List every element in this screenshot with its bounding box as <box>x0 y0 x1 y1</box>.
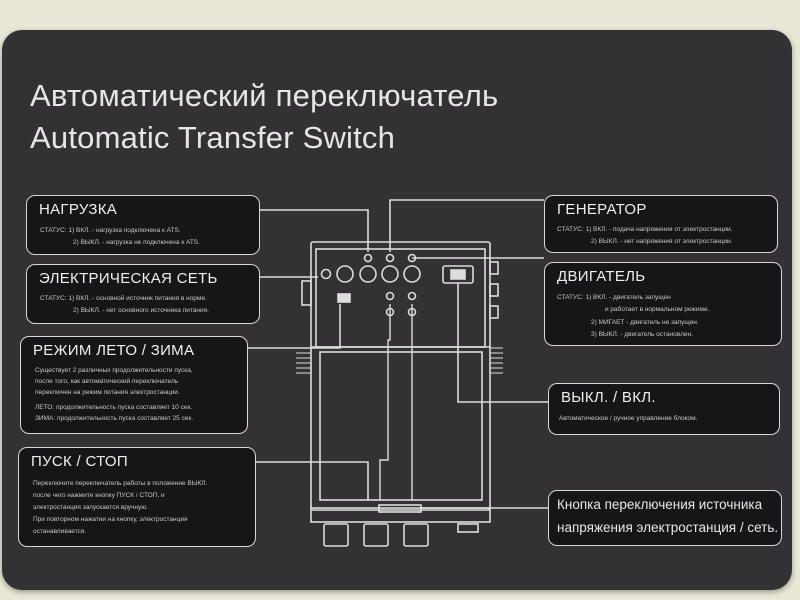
foot-mid <box>363 523 389 547</box>
title-english: Automatic Transfer Switch <box>30 120 396 155</box>
offon-description: Автоматическое / ручное управление блоко… <box>559 415 698 422</box>
led-generator <box>385 253 395 263</box>
source-line-1: Кнопка переключения источника <box>557 497 763 512</box>
engine-status-1: СТАТУС: 1) ВКЛ. - двигатель запущен <box>557 294 671 301</box>
startstop-box: ПУСК / СТОП Переключите переключатель ра… <box>18 447 256 547</box>
generator-heading: ГЕНЕРАТОР <box>557 201 647 218</box>
engine-status-2: и работает в нормальном режиме. <box>605 306 710 313</box>
startstop-line-3: электростанция запускается вручную. <box>33 504 148 511</box>
line-startstop <box>256 461 369 500</box>
knob-2 <box>359 265 377 283</box>
load-status-1: СТАТУС: 1) ВКЛ. - нагрузка подключена к … <box>40 227 181 234</box>
cabinet-outline <box>310 241 491 511</box>
engine-status-3: 2) МИГАЕТ - двигатель не запущен. <box>591 319 699 326</box>
offon-box: ВЫКЛ. / ВКЛ. Автоматическое / ручное упр… <box>548 383 780 435</box>
mode-line-1: Существует 2 различных продолжительности… <box>35 367 193 374</box>
startstop-line-1: Переключите переключатель работы в полож… <box>33 480 208 487</box>
engine-box: ДВИГАТЕЛЬ СТАТУС: 1) ВКЛ. - двигатель за… <box>544 262 782 346</box>
source-line-2: напряжения электростанция / сеть. <box>557 520 779 535</box>
mode-winter: ЗИМА: продолжительность пуска составляет… <box>35 415 194 422</box>
lower-panel <box>319 351 483 501</box>
offon-heading: ВЫКЛ. / ВКЛ. <box>561 389 656 406</box>
startstop-heading: ПУСК / СТОП <box>31 453 128 470</box>
bottom-strip <box>310 507 491 523</box>
led-small-2 <box>407 291 417 301</box>
load-heading: НАГРУЗКА <box>39 201 118 218</box>
knob-4 <box>403 265 421 283</box>
led-small-1 <box>385 291 395 301</box>
right-side-connector-2 <box>489 283 499 297</box>
foot-right <box>403 523 429 547</box>
line-offon <box>457 283 548 403</box>
led-load <box>363 253 373 263</box>
title-russian: Автоматический переключатель <box>30 78 499 113</box>
line-mode <box>245 304 341 349</box>
load-status-2: 2) ВЫКЛ. - нагрузка не подключена к ATS. <box>73 239 200 246</box>
generator-status-1: СТАТУС: 1) ВКЛ. - подача напряжения от э… <box>557 226 733 233</box>
line-load <box>258 209 369 252</box>
generator-status-2: 2) ВЫКЛ. - нет напряжения от электростан… <box>591 238 733 245</box>
engine-status-4: 3) ВЫКЛ. - двигатель остановлен. <box>591 331 693 338</box>
right-side-connector-1 <box>489 261 499 275</box>
mains-status-1: СТАТУС: 1) ВКЛ. - основной источник пита… <box>40 295 207 302</box>
right-side-connector-3 <box>489 305 499 319</box>
source-box: Кнопка переключения источника напряжения… <box>548 490 782 546</box>
mode-line-3: переключен на режим питания электростанц… <box>35 389 180 396</box>
startstop-line-5: останавливается. <box>33 528 87 535</box>
load-box: НАГРУЗКА СТАТУС: 1) ВКЛ. - нагрузка подк… <box>26 195 260 255</box>
foot-left <box>323 523 349 547</box>
generator-box: ГЕНЕРАТОР СТАТУС: 1) ВКЛ. - подача напря… <box>544 195 778 253</box>
startstop-line-2: после чего нажмите кнопку ПУСК / СТОП, и <box>33 492 165 499</box>
mode-heading: РЕЖИМ ЛЕТО / ЗИМА <box>33 342 195 359</box>
led-mains <box>320 268 332 280</box>
mains-status-2: 2) ВЫКЛ. - нет основного источника питан… <box>73 307 209 314</box>
knob-1 <box>336 265 354 283</box>
mains-heading: ЭЛЕКТРИЧЕСКАЯ СЕТЬ <box>39 270 218 287</box>
engine-heading: ДВИГАТЕЛЬ <box>557 268 646 285</box>
mode-summer: ЛЕТО: продолжительность пуска составляет… <box>35 404 193 411</box>
knob-3 <box>381 265 399 283</box>
mode-line-2: после того, как автоматический переключа… <box>35 378 179 385</box>
mains-box: ЭЛЕКТРИЧЕСКАЯ СЕТЬ СТАТУС: 1) ВКЛ. - осн… <box>26 264 260 324</box>
left-side-connector <box>301 280 312 306</box>
startstop-line-4: При повторном нажатии на кнопку, электро… <box>33 516 188 523</box>
mode-box: РЕЖИМ ЛЕТО / ЗИМА Существует 2 различных… <box>20 336 248 434</box>
line-generator <box>389 199 544 252</box>
mode-switch <box>337 293 351 303</box>
